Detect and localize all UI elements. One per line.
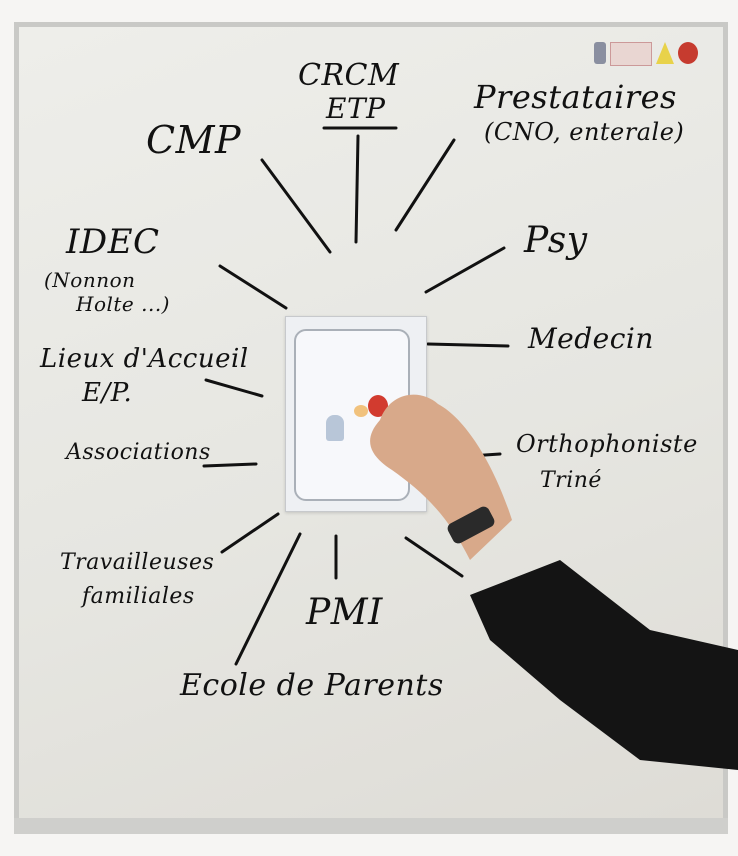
line-crcm (354, 134, 360, 244)
brand-stickers (590, 42, 698, 66)
line-medecin (426, 342, 510, 348)
balloon-icon (368, 395, 388, 417)
label-lieux-ep: E/P. (82, 378, 133, 408)
label-cmp: CMP (146, 118, 242, 162)
label-idec-sub2: Holte ...) (76, 292, 170, 316)
label-crcm: CRCM (298, 58, 400, 93)
line-travailleuses (220, 512, 280, 554)
line-prestataires (394, 138, 456, 232)
line-idec (218, 264, 288, 310)
label-idec-sub1: (Nonnon (44, 268, 136, 292)
label-associations: Associations (66, 440, 211, 465)
label-prestataires-sub: (CNO, enterale) (484, 118, 685, 146)
label-idec: IDEC (66, 222, 160, 262)
line-psy (424, 246, 506, 294)
sticker-icon (594, 42, 606, 64)
label-sticker (610, 42, 652, 66)
line-lieux (204, 378, 264, 398)
label-familiales: familiales (82, 584, 195, 609)
label-prestataires: Prestataires (474, 78, 677, 116)
label-ecole-de-parents: Ecole de Parents (180, 668, 444, 703)
label-pmi: PMI (306, 592, 383, 633)
child-figure-icon (326, 415, 344, 441)
face-icon (354, 405, 368, 417)
label-lieux-accueil: Lieux d'Accueil (40, 344, 249, 374)
line-associations (202, 462, 258, 468)
circle-logo-icon (678, 42, 698, 64)
label-etp: ETP (326, 92, 386, 125)
label-trine: Triné (540, 468, 602, 493)
label-orthophoniste: Orthophoniste (516, 430, 698, 458)
label-psy: Psy (524, 220, 588, 261)
whiteboard-tray (14, 818, 728, 834)
sleeve (470, 560, 738, 770)
center-paper (285, 316, 427, 512)
line-right-lower (404, 536, 464, 578)
line-ecole (234, 532, 302, 666)
line-cmp (260, 158, 332, 254)
label-travailleuses: Travailleuses (60, 550, 215, 575)
label-medecin: Medecin (528, 322, 654, 355)
hand (370, 394, 512, 560)
wristwatch-icon (447, 506, 495, 544)
